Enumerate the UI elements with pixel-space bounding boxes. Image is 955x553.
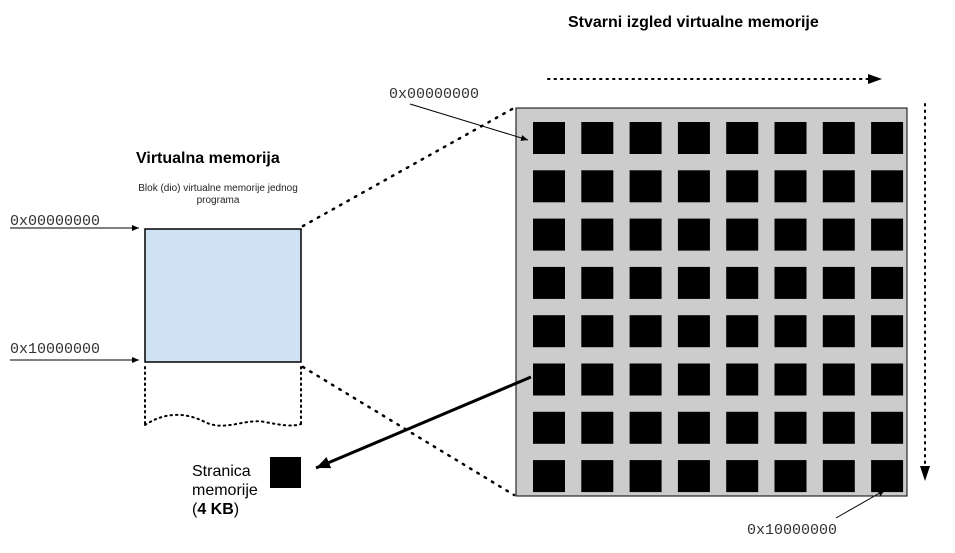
grid-page-cell — [533, 315, 565, 348]
page-size: 4 KB — [197, 501, 234, 518]
virtual-memory-block — [144, 228, 302, 363]
grid-page-cell — [629, 315, 662, 348]
left-bottom-address: 0x10000000 — [10, 341, 101, 358]
grid-page-cell — [533, 411, 565, 444]
grid-page-cell — [871, 218, 904, 251]
grid-page-cell — [581, 363, 614, 396]
grid-page-cell — [822, 363, 855, 396]
right-bottom-address-arrow — [835, 489, 886, 519]
right-bottom-address: 0x10000000 — [747, 522, 838, 539]
grid-page-cell — [581, 218, 614, 251]
grid-page-cell — [581, 411, 614, 444]
virtual-memory-title: Virtualna memorija — [136, 150, 280, 167]
grid-page-cell — [629, 266, 662, 299]
grid-page-cell — [581, 170, 614, 203]
page-square — [270, 457, 301, 488]
grid-page-cell — [581, 266, 614, 299]
grid-page-cell — [581, 315, 614, 348]
grid-page-cell — [629, 460, 662, 493]
grid-page-cell — [677, 363, 710, 396]
grid-page-cell — [822, 266, 855, 299]
block-note: Blok (dio) virtualne memorije jednog pro… — [138, 183, 298, 206]
grid-page-cell — [871, 266, 904, 299]
grid-page-cell — [677, 218, 710, 251]
block-continuation — [144, 366, 302, 427]
grid-page-cell — [726, 170, 759, 203]
page-pointer-arrow — [315, 375, 532, 470]
page-label-paren-open: ( — [192, 501, 198, 518]
left-top-address: 0x00000000 — [10, 213, 101, 230]
page-grid — [533, 122, 904, 493]
grid-page-cell — [726, 122, 759, 154]
grid-page-cell — [533, 460, 565, 493]
grid-page-cell — [822, 218, 855, 251]
grid-page-cell — [629, 218, 662, 251]
grid-page-cell — [871, 363, 904, 396]
grid-page-cell — [822, 122, 855, 154]
grid-page-cell — [822, 315, 855, 348]
grid-page-cell — [629, 411, 662, 444]
grid-page-cell — [533, 170, 565, 203]
grid-page-cell — [726, 411, 759, 444]
grid-page-cell — [677, 460, 710, 493]
grid-page-cell — [774, 460, 807, 493]
grid-page-cell — [533, 122, 565, 154]
grid-page-cell — [871, 170, 904, 203]
right-top-address: 0x00000000 — [389, 86, 480, 103]
grid-page-cell — [677, 411, 710, 444]
grid-page-cell — [533, 363, 565, 396]
zoom-line-bottom — [301, 365, 516, 497]
grid-page-cell — [774, 266, 807, 299]
grid-page-cell — [677, 122, 710, 154]
grid-page-cell — [871, 315, 904, 348]
grid-page-cell — [726, 315, 759, 348]
grid-page-cell — [774, 315, 807, 348]
zoom-line-top — [301, 106, 516, 228]
grid-page-cell — [871, 411, 904, 444]
grid-page-cell — [726, 460, 759, 493]
grid-page-cell — [629, 170, 662, 203]
grid-page-cell — [726, 266, 759, 299]
grid-page-cell — [629, 363, 662, 396]
grid-page-cell — [533, 266, 565, 299]
grid-page-cell — [677, 170, 710, 203]
grid-page-cell — [774, 122, 807, 154]
grid-page-cell — [533, 218, 565, 251]
page-label-line2: memorije — [192, 482, 258, 499]
grid-page-cell — [871, 460, 904, 493]
grid-page-cell — [726, 363, 759, 396]
vertical-direction-arrowhead — [920, 466, 930, 481]
page-label-size-line: (4 KB) — [192, 500, 258, 519]
grid-page-cell — [774, 218, 807, 251]
grid-page-cell — [774, 411, 807, 444]
grid-page-cell — [581, 460, 614, 493]
grid-page-cell — [677, 315, 710, 348]
grid-page-cell — [822, 411, 855, 444]
grid-page-cell — [871, 122, 904, 154]
right-top-address-arrow — [409, 103, 529, 141]
grid-page-cell — [677, 266, 710, 299]
grid-page-cell — [822, 170, 855, 203]
page-label: Stranica memorije (4 KB) — [192, 462, 258, 519]
grid-page-cell — [581, 122, 614, 154]
grid-page-cell — [774, 170, 807, 203]
horizontal-direction-arrowhead — [868, 74, 882, 84]
grid-page-cell — [774, 363, 807, 396]
page-label-line1: Stranica — [192, 463, 251, 480]
page-label-paren-close: ) — [233, 501, 240, 518]
real-layout-title: Stvarni izgled virtualne memorije — [568, 14, 819, 31]
grid-page-cell — [822, 460, 855, 493]
grid-page-cell — [629, 122, 662, 154]
grid-page-cell — [726, 218, 759, 251]
